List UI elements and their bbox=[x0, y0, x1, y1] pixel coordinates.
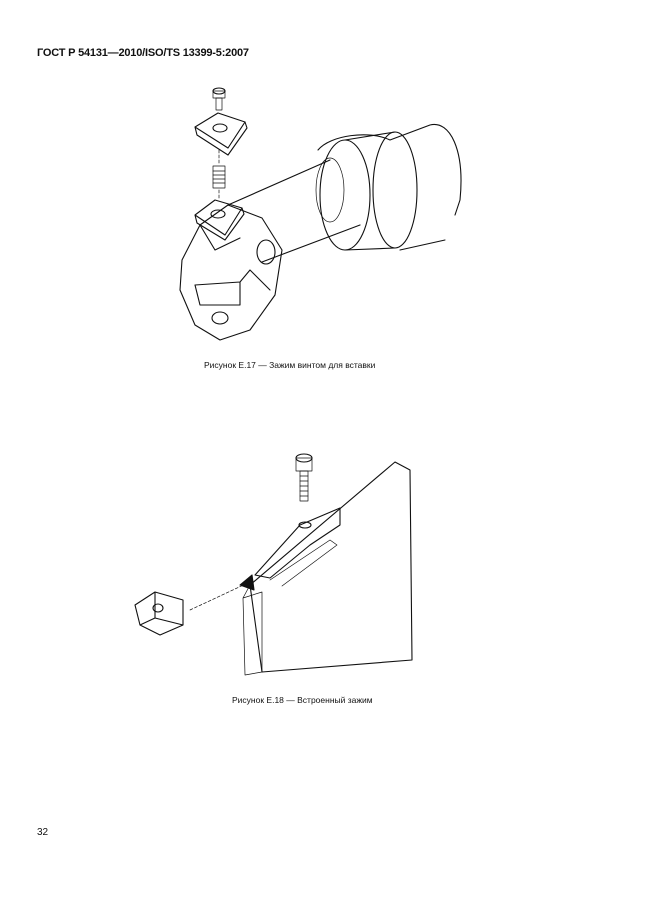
page-number: 32 bbox=[37, 827, 49, 838]
figure-e18-caption: Рисунок E.18 — Встроенный зажим bbox=[232, 695, 373, 705]
figure-e17-caption: Рисунок E.17 — Зажим винтом для вставки bbox=[204, 360, 376, 370]
document-header: ГОСТ Р 54131—2010/ISO/TS 13399-5:2007 bbox=[37, 47, 249, 59]
figure-e18-drawing bbox=[134, 453, 413, 676]
